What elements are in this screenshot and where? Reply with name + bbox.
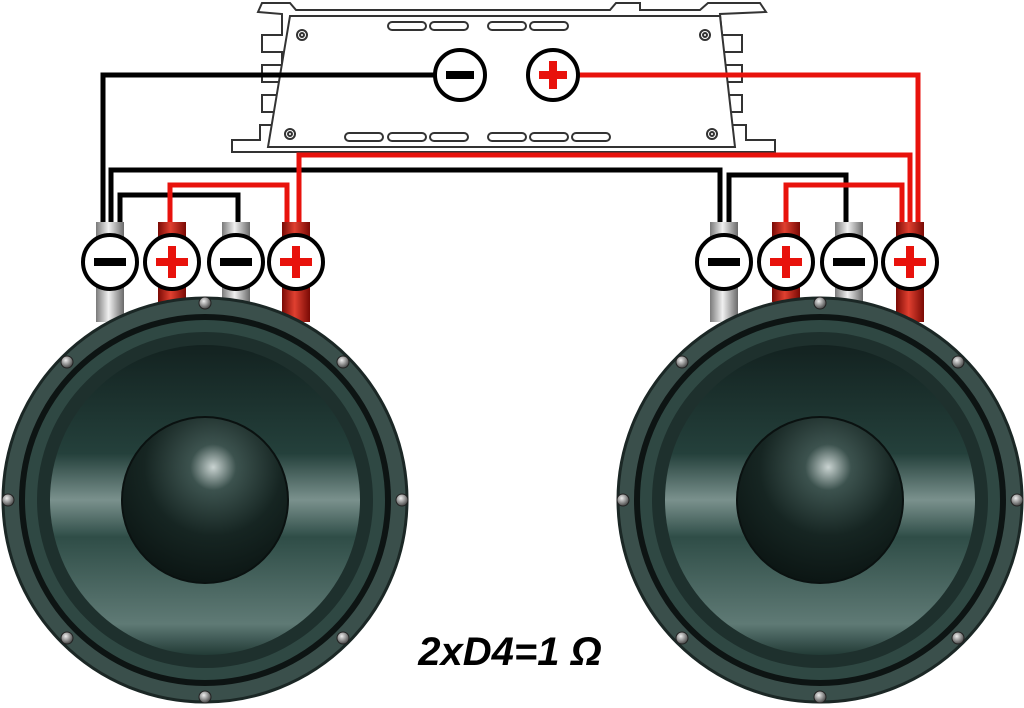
wire-left-coil-neg-jumper <box>117 192 241 225</box>
left-subwoofer-terminal-negative <box>207 233 265 291</box>
plus-icon <box>539 61 567 89</box>
right-subwoofer <box>617 297 1023 703</box>
amplifier <box>231 1 776 153</box>
amp-positive-terminal <box>526 48 580 102</box>
right-subwoofer-terminal-negative <box>820 233 878 291</box>
amp-negative-terminal <box>433 48 487 102</box>
minus-icon <box>446 71 474 79</box>
impedance-label: 2xD4=1 Ω <box>417 630 602 674</box>
plus-icon <box>770 246 802 278</box>
right-subwoofer-terminal-positive <box>881 233 939 291</box>
minus-icon <box>94 258 126 266</box>
right-subwoofer-terminal-negative <box>695 233 753 291</box>
wire-amp-positive <box>578 72 921 225</box>
wire-left-neg-to-right-neg <box>108 167 723 225</box>
wire-left-coil-pos-jumper <box>167 182 290 225</box>
right-subwoofer-terminal-positive <box>757 233 815 291</box>
plus-icon <box>156 246 188 278</box>
left-subwoofer-terminal-positive <box>267 233 325 291</box>
speaker-terminals <box>81 233 939 291</box>
left-subwoofer <box>2 297 408 703</box>
wire-left-pos-to-right-pos <box>296 152 913 225</box>
left-subwoofer-terminal-negative <box>81 233 139 291</box>
minus-icon <box>833 258 865 266</box>
minus-icon <box>220 258 252 266</box>
plus-icon <box>280 246 312 278</box>
wire-right-coil-neg-jumper <box>726 172 849 225</box>
wire-amp-negative <box>100 72 436 225</box>
wire-right-coil-pos-jumper <box>783 182 905 225</box>
minus-icon <box>708 258 740 266</box>
left-subwoofer-terminal-positive <box>143 233 201 291</box>
plus-icon <box>894 246 926 278</box>
